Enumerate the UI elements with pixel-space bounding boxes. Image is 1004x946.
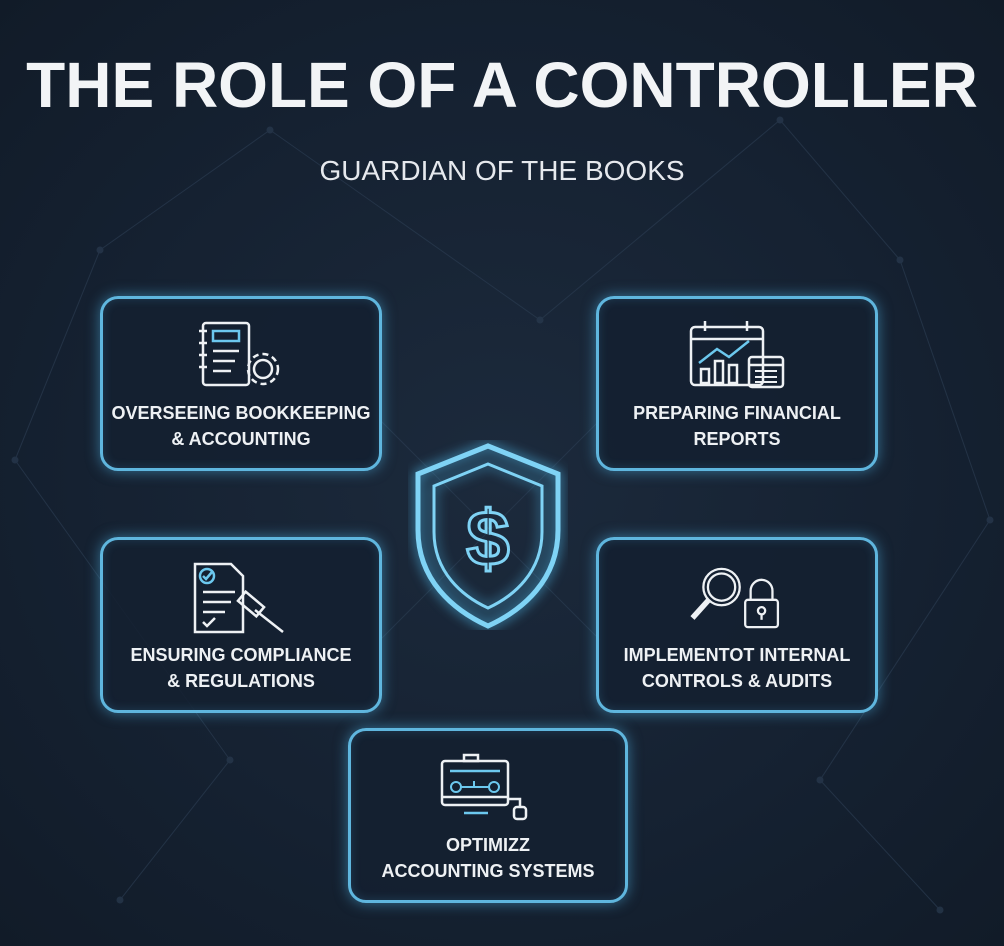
card-label-line2: & ACCOUNTING: [171, 429, 311, 449]
dollar-symbol: $: [466, 494, 509, 582]
card-label-line2: CONTROLS & AUDITS: [641, 671, 833, 691]
card-label: ENSURING COMPLIANCE & REGULATIONS: [103, 642, 379, 694]
card-label-line1: OPTIMIZZ: [446, 835, 530, 855]
card-compliance: ENSURING COMPLIANCE & REGULATIONS: [100, 537, 382, 713]
calendar-chart-icon: [689, 321, 785, 389]
card-label-line1: PREPARING FINANCIAL: [633, 403, 841, 423]
card-bookkeeping: OVERSEEING BOOKKEEPING & ACCOUNTING: [100, 296, 382, 471]
page-subtitle: GUARDIAN OF THE BOOKS: [319, 155, 685, 186]
shield-dollar-icon: $: [415, 443, 561, 629]
card-label-line1: IMPLEMENTOT INTERNAL: [623, 645, 851, 665]
card-label-line1: OVERSEEING BOOKKEEPING: [111, 403, 371, 423]
computer-workflow-icon: [440, 753, 528, 821]
document-gavel-icon: [193, 562, 284, 634]
card-financial-reports: PREPARING FINANCIAL REPORTS: [596, 296, 878, 471]
card-internal-controls: IMPLEMENTOT INTERNAL CONTROLS & AUDITS: [596, 537, 878, 713]
notebook-gear-icon: [199, 321, 280, 387]
card-accounting-systems: OPTIMIZZ ACCOUNTING SYSTEMS: [348, 728, 628, 903]
magnifier-lock-icon: [690, 567, 780, 629]
card-label: OVERSEEING BOOKKEEPING & ACCOUNTING: [103, 400, 379, 452]
card-label-line2: REPORTS: [693, 429, 781, 449]
card-label-line2: & REGULATIONS: [167, 671, 315, 691]
card-label: IMPLEMENTOT INTERNAL CONTROLS & AUDITS: [599, 642, 875, 694]
card-label-line2: ACCOUNTING SYSTEMS: [381, 861, 595, 881]
card-label-line1: ENSURING COMPLIANCE: [130, 645, 352, 665]
page-title: THE ROLE OF A CONTROLLER: [26, 49, 978, 121]
card-label: OPTIMIZZ ACCOUNTING SYSTEMS: [351, 832, 625, 884]
card-label: PREPARING FINANCIAL REPORTS: [599, 400, 875, 452]
